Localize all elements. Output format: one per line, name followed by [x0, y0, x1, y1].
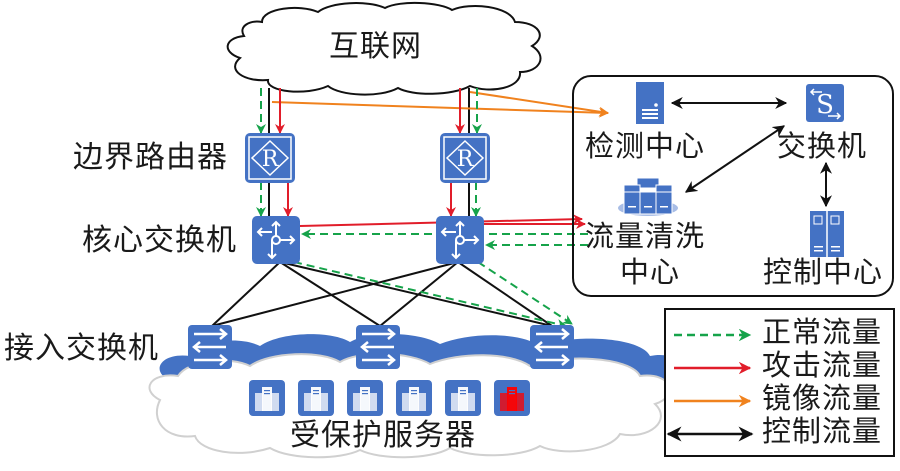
server-icon — [304, 387, 328, 411]
control-traffic — [670, 97, 832, 208]
internet-label: 互联网 — [329, 29, 422, 64]
core-switch-label: 核心交换机 — [82, 223, 237, 258]
cleaning-center-cluster-icon[interactable] — [618, 177, 678, 216]
access-switch-1[interactable] — [188, 325, 232, 369]
core-switch-left[interactable] — [252, 216, 300, 264]
border-router-left[interactable]: R — [245, 133, 295, 183]
detection-center-server-icon[interactable] — [636, 82, 664, 124]
protected-server[interactable] — [445, 380, 481, 416]
access-switch-3[interactable] — [530, 325, 574, 369]
legend-label-1: 正常流量 — [762, 315, 883, 349]
internet-cloud — [226, 1, 542, 96]
layer3-switch-icon — [256, 220, 296, 260]
legend-label-3: 镜像流量 — [762, 381, 883, 415]
access-switch-label: 接入交换机 — [4, 331, 159, 366]
border-router-label: 边界路由器 — [73, 140, 228, 175]
switch-icon — [360, 328, 396, 366]
defense-switch-label: 交换机 — [777, 129, 868, 163]
server-icon — [451, 387, 475, 411]
detection-center-label: 检测中心 — [585, 129, 706, 163]
access-switch-2[interactable] — [356, 325, 400, 369]
core-switch-right[interactable] — [436, 216, 484, 264]
switch-icon — [192, 328, 228, 366]
control-center-label: 控制中心 — [763, 255, 884, 289]
attack-traffic — [275, 88, 586, 229]
svg-text:S: S — [816, 90, 834, 120]
legend-label-4: 控制流量 — [762, 414, 883, 448]
protected-server[interactable] — [298, 380, 334, 416]
protected-server[interactable] — [249, 380, 285, 416]
protected-servers-label: 受保护服务器 — [290, 418, 476, 453]
mirror-traffic — [271, 91, 609, 118]
legend-label-2: 攻击流量 — [762, 348, 883, 382]
switch-icon — [534, 328, 570, 366]
physical-links — [211, 88, 553, 327]
router-icon: R — [262, 147, 280, 172]
defense-center-box — [572, 75, 894, 297]
protected-server[interactable] — [396, 380, 432, 416]
cleaning-center-label-1: 流量清洗 — [585, 219, 706, 253]
cleaning-center-label-2: 中心 — [620, 255, 681, 289]
server-icon — [353, 387, 377, 411]
router-icon: R — [457, 147, 475, 172]
defense-switch-icon[interactable]: S — [806, 84, 844, 122]
control-center-cabinet-icon[interactable] — [810, 211, 844, 257]
attacked-server[interactable] — [494, 380, 530, 416]
protected-server[interactable] — [347, 380, 383, 416]
layer3-switch-icon — [440, 220, 480, 260]
server-icon — [402, 387, 426, 411]
border-router-right[interactable]: R — [440, 133, 490, 183]
server-icon — [500, 387, 524, 411]
normal-traffic — [256, 88, 588, 329]
server-icon — [255, 387, 279, 411]
